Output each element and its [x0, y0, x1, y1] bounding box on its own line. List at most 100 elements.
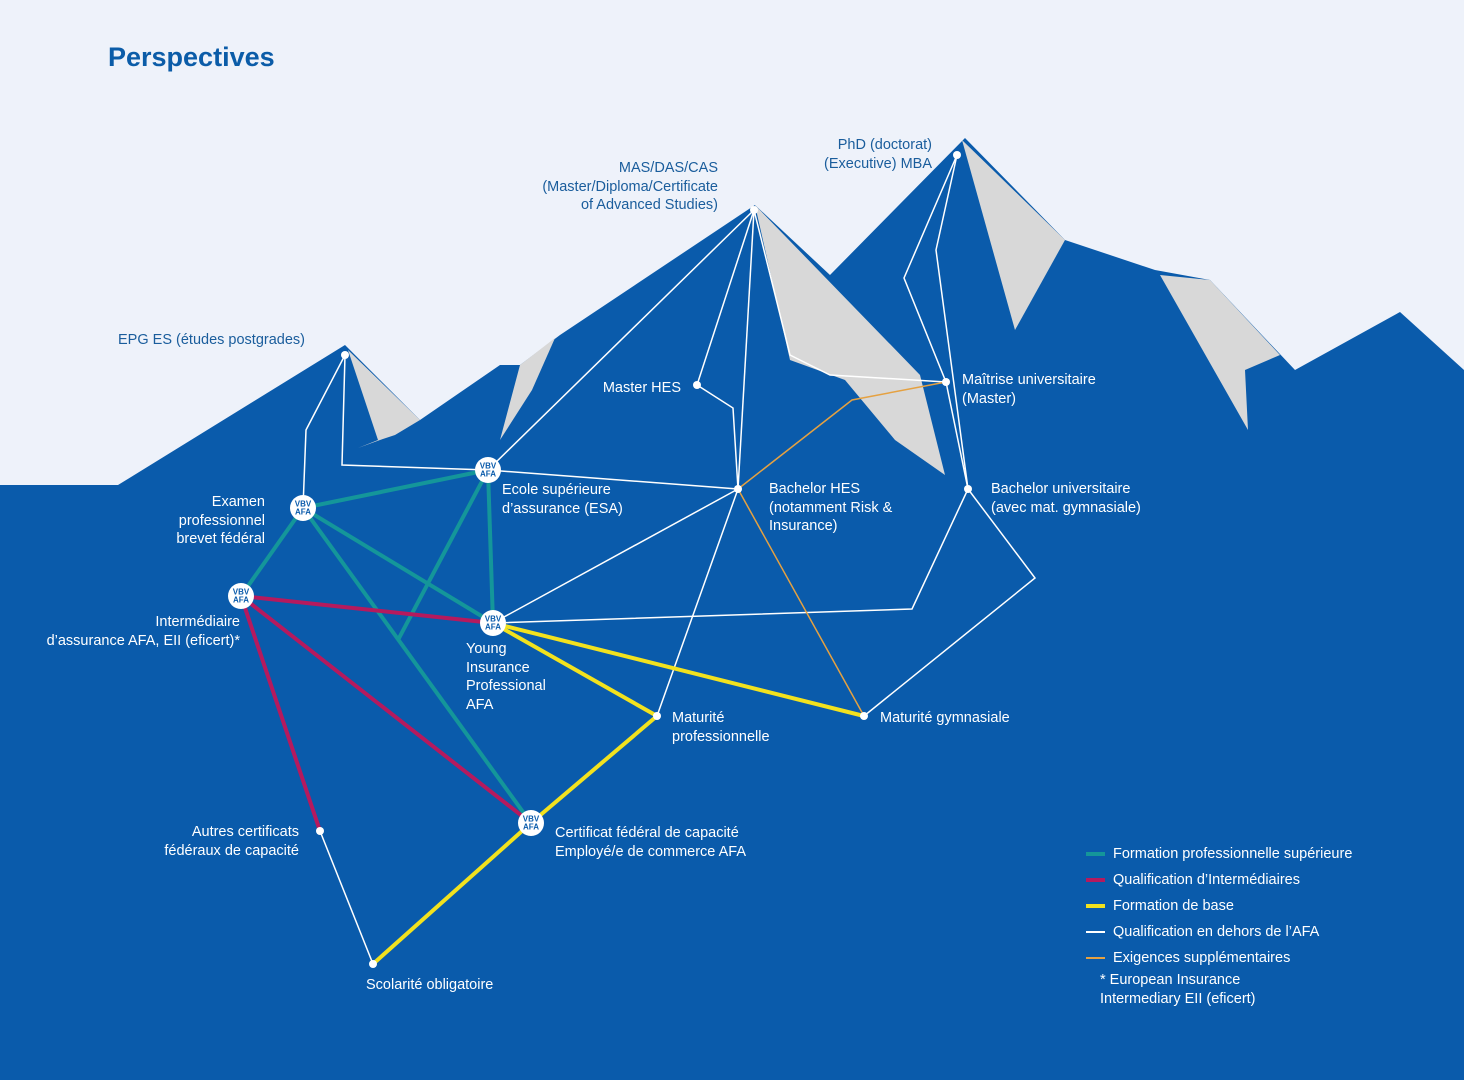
- line-examen-esa: [302, 468, 489, 510]
- svg-text:VBV: VBV: [523, 815, 540, 824]
- legend-item: Formation de base: [1086, 893, 1352, 919]
- label-maturite-pro: Maturité professionnelle: [672, 710, 770, 745]
- legend-item: Qualification d’Intermédiaires: [1086, 867, 1352, 893]
- legend-swatch-yellow: [1086, 904, 1105, 908]
- dot-mas: [750, 206, 758, 214]
- label-bachelor-hes: Bachelor HES (notamment Risk & Insurance…: [769, 481, 893, 534]
- line-phd-bacheloruni: [935, 154, 969, 490]
- snow-phd: [962, 140, 1065, 330]
- legend-label: Qualification d’Intermédiaires: [1113, 872, 1300, 888]
- legend-swatch-orange: [1086, 957, 1105, 959]
- svg-text:AFA: AFA: [523, 823, 539, 832]
- badge-esa: VBV AFA: [475, 457, 501, 483]
- line-yip-bachelorhes: [492, 488, 739, 624]
- label-mas: MAS/DAS/CAS (Master/Diploma/Certificate …: [542, 160, 718, 213]
- teal-connections: [239, 468, 533, 825]
- legend-label: Formation professionnelle supérieure: [1113, 846, 1353, 862]
- svg-text:VBV: VBV: [485, 615, 502, 624]
- dot-maitrise: [942, 378, 950, 386]
- line-bachelorhes-matpro: [656, 488, 739, 717]
- line-masterhes-bachelorhes: [696, 384, 739, 490]
- legend-swatch-white: [1086, 931, 1105, 933]
- legend: Formation professionnelle supérieure Qua…: [1086, 841, 1352, 971]
- line-intermediaire-cfc: [239, 594, 533, 825]
- magenta-connections: [239, 594, 533, 832]
- badge-examen: VBV AFA: [290, 495, 316, 521]
- dot-bachelor-hes: [734, 485, 742, 493]
- legend-label: Formation de base: [1113, 898, 1234, 914]
- label-cfc: Certificat fédéral de capacité Employé/e…: [555, 825, 746, 860]
- label-intermediaire: Intermédiaire d’assurance AFA, EII (efic…: [46, 614, 240, 649]
- line-esa-branch: [396, 469, 490, 641]
- line-esa-yip: [486, 469, 495, 624]
- snow-epg: [348, 350, 420, 448]
- footnote: * European Insurance Intermediary EII (e…: [1100, 972, 1256, 1007]
- label-bachelor-uni: Bachelor universitaire (avec mat. gymnas…: [991, 481, 1141, 516]
- svg-text:AFA: AFA: [480, 470, 496, 479]
- line-examen-intermediaire: [239, 506, 305, 598]
- line-epg-esa: [341, 354, 489, 471]
- legend-swatch-teal: [1086, 852, 1105, 856]
- line-examen-cfc: [301, 506, 533, 825]
- orange-connections: [737, 381, 947, 717]
- svg-text:AFA: AFA: [485, 623, 501, 632]
- legend-item: Exigences supplémentaires: [1086, 945, 1352, 971]
- line-esa-bachelorhes: [487, 469, 739, 490]
- dot-bachelor-uni: [964, 485, 972, 493]
- label-phd: PhD (doctorat) (Executive) MBA: [824, 137, 932, 172]
- line-intermediaire-yip: [240, 594, 494, 625]
- line-bachelorhes-maitrise: [737, 381, 947, 490]
- dot-maturite-gym: [860, 712, 868, 720]
- dot-phd: [953, 151, 961, 159]
- page-title: Perspectives: [108, 42, 275, 72]
- badge-cfc: VBV AFA: [518, 810, 544, 836]
- dot-scolarite: [369, 960, 377, 968]
- white-connections: [302, 154, 1037, 965]
- label-maitrise: Maîtrise universitaire (Master): [962, 372, 1096, 407]
- line-yip-bacheloruni: [492, 488, 969, 624]
- dot-master-hes: [693, 381, 701, 389]
- snow-right: [1160, 275, 1280, 430]
- snow-mas-right: [755, 205, 945, 475]
- line-epg-examen: [302, 354, 346, 509]
- line-yip-matgym: [492, 621, 865, 718]
- label-epg: EPG ES (études postgrades): [118, 332, 305, 348]
- svg-text:VBV: VBV: [480, 462, 497, 471]
- line-mas-masterhes: [696, 209, 755, 386]
- legend-swatch-magenta: [1086, 878, 1105, 882]
- dot-epg: [341, 351, 349, 359]
- label-maturite-gym: Maturité gymnasiale: [880, 710, 1010, 726]
- line-mas-esa: [487, 209, 755, 471]
- line-bacheloruni-matgym: [863, 488, 1037, 717]
- line-intermediaire-autres: [239, 595, 322, 832]
- line-mas-bachelorhes: [737, 209, 755, 490]
- label-master-hes: Master HES: [602, 380, 681, 396]
- dot-nodes: [316, 151, 972, 968]
- line-mas-maitrise: [753, 209, 947, 383]
- dot-maturite-pro: [653, 712, 661, 720]
- svg-text:AFA: AFA: [233, 596, 249, 605]
- badge-yip: VBV AFA: [480, 610, 506, 636]
- label-esa: Ecole supérieure d’assurance (ESA): [502, 482, 623, 517]
- label-yip: Young Insurance Professional AFA: [466, 641, 546, 713]
- legend-label: Exigences supplémentaires: [1113, 950, 1291, 966]
- line-examen-yip: [301, 506, 495, 625]
- svg-text:VBV: VBV: [233, 588, 250, 597]
- line-matpro-cfc: [529, 714, 659, 825]
- line-cfc-scolarite: [371, 821, 533, 966]
- svg-text:AFA: AFA: [295, 508, 311, 517]
- line-phd-maitrise: [903, 154, 958, 383]
- label-examen: Examen professionnel brevet fédéral: [176, 494, 265, 547]
- label-autres: Autres certificats fédéraux de capacité: [164, 824, 299, 859]
- dot-autres: [316, 827, 324, 835]
- line-maitrise-bacheloruni: [945, 381, 969, 490]
- yellow-connections: [371, 621, 865, 966]
- line-bachelorhes-matgym: [737, 488, 865, 717]
- svg-text:VBV: VBV: [295, 500, 312, 509]
- legend-label: Qualification en dehors de l’AFA: [1113, 924, 1320, 940]
- label-scolarite: Scolarité obligatoire: [366, 977, 494, 993]
- line-autres-scolarite: [319, 830, 374, 965]
- snow-mas-left: [500, 338, 555, 440]
- line-yip-matpro: [492, 621, 658, 718]
